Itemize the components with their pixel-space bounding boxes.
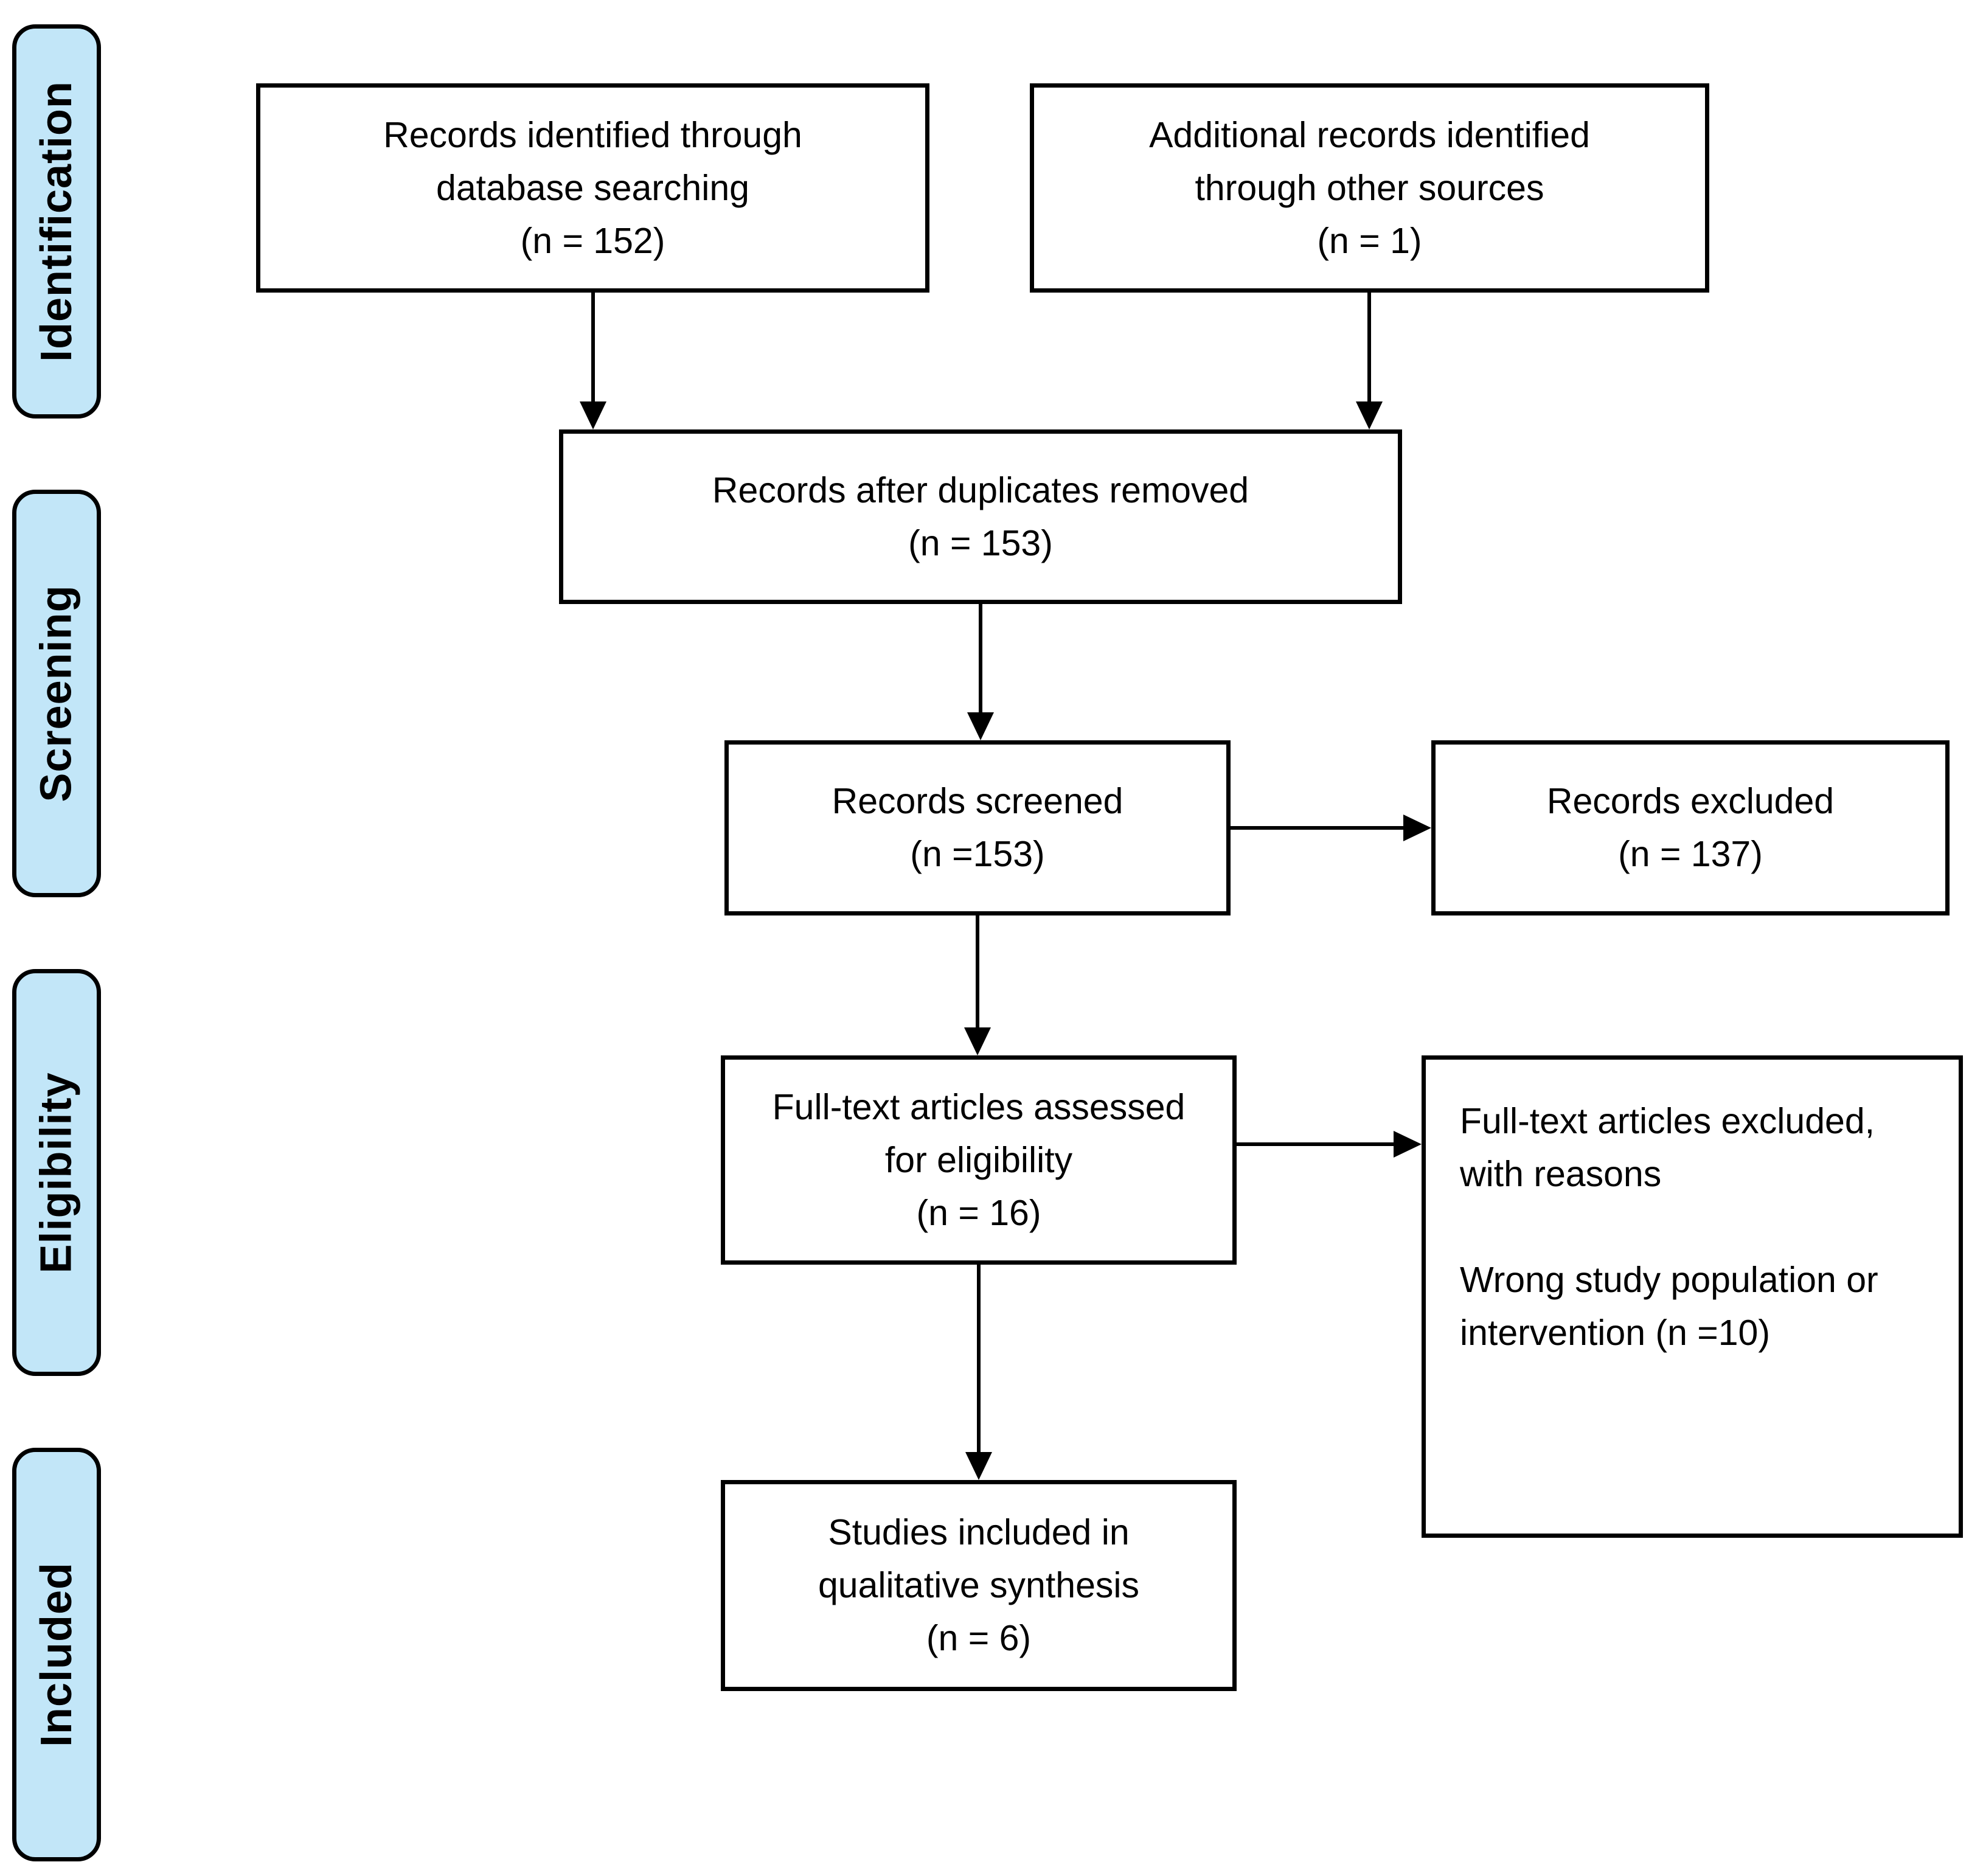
arrowhead-fulltext-to-excluded <box>1394 1131 1422 1158</box>
arrowhead-screened-to-fulltext <box>964 1027 991 1055</box>
box-records-identified-line1: Records identified through <box>383 114 802 155</box>
stage-eligibility: Eligibility <box>12 969 101 1376</box>
stage-included: Included <box>12 1448 101 1861</box>
arrowhead-duplicates-to-screened <box>967 712 994 740</box>
box-fulltext-excluded-line2: with reasons <box>1460 1154 1662 1194</box>
stage-screening: Screening <box>12 490 101 897</box>
box-additional-records-line2: through other sources <box>1195 167 1544 208</box>
stage-screening-label: Screening <box>32 585 81 802</box>
stage-identification-label: Identification <box>32 81 81 362</box>
box-fulltext-assessed-line1: Full-text articles assessed <box>772 1086 1186 1127</box>
box-studies-included-line2: qualitative synthesis <box>818 1565 1139 1605</box>
box-fulltext-assessed-count: (n = 16) <box>916 1192 1041 1233</box>
box-studies-included-line1: Studies included in <box>828 1512 1130 1552</box>
arrowhead-additional-to-duplicates <box>1356 401 1383 429</box>
box-additional-records: Additional records identified through ot… <box>1030 83 1709 293</box>
box-records-screened-count: (n =153) <box>910 834 1045 874</box>
box-records-excluded-count: (n = 137) <box>1618 834 1763 874</box>
box-records-identified-count: (n = 152) <box>520 220 665 261</box>
box-studies-included-count: (n = 6) <box>926 1618 1032 1658</box>
box-fulltext-excluded-reason-count: intervention (n =10) <box>1460 1313 1770 1353</box>
box-fulltext-excluded-line1: Full-text articles excluded, <box>1460 1101 1875 1141</box>
box-duplicates-removed-line1: Records after duplicates removed <box>712 470 1249 510</box>
box-duplicates-removed: Records after duplicates removed (n = 15… <box>559 429 1402 604</box>
box-records-excluded-line1: Records excluded <box>1546 781 1835 821</box>
box-fulltext-assessed-line2: for eligibility <box>884 1139 1073 1180</box>
box-records-excluded: Records excluded (n = 137) <box>1431 740 1950 915</box>
box-additional-records-line1: Additional records identified <box>1149 114 1590 155</box>
box-records-identified: Records identified through database sear… <box>256 83 929 293</box>
box-fulltext-excluded: Full-text articles excluded, with reason… <box>1422 1055 1963 1538</box>
paragraph-gap <box>1460 1201 1934 1254</box>
box-fulltext-assessed: Full-text articles assessed for eligibil… <box>721 1055 1237 1265</box>
box-duplicates-removed-count: (n = 153) <box>908 523 1053 563</box>
box-records-identified-line2: database searching <box>436 167 749 208</box>
box-fulltext-excluded-reason-line1: Wrong study population or <box>1460 1260 1878 1300</box>
arrowhead-identified-to-duplicates <box>580 401 606 429</box>
stage-included-label: Included <box>32 1562 82 1748</box>
stage-eligibility-label: Eligibility <box>32 1071 81 1274</box>
box-additional-records-count: (n = 1) <box>1317 220 1422 261</box>
arrowhead-fulltext-to-included <box>965 1452 992 1480</box>
box-records-screened-line1: Records screened <box>832 781 1123 821</box>
box-records-screened: Records screened (n =153) <box>724 740 1231 915</box>
box-studies-included: Studies included in qualitative synthesi… <box>721 1480 1237 1691</box>
arrowhead-screened-to-excluded <box>1403 815 1431 841</box>
stage-identification: Identification <box>12 24 101 419</box>
